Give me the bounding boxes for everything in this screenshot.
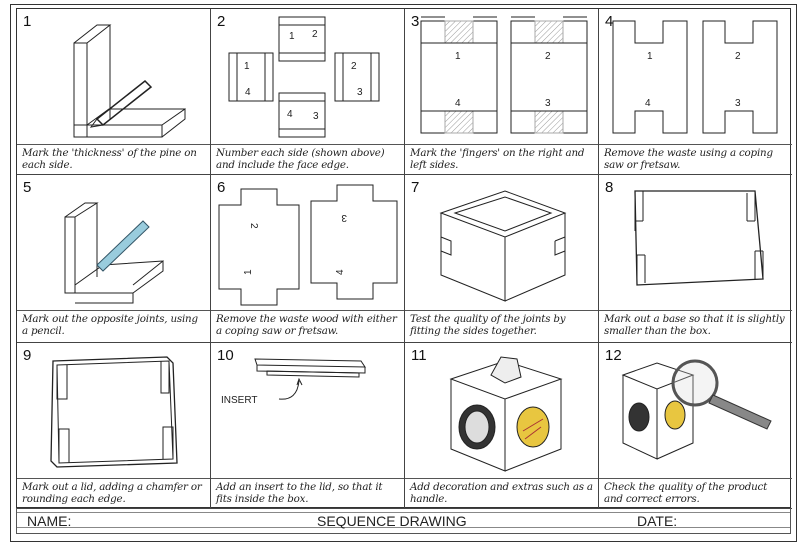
footer-rule bbox=[17, 527, 790, 528]
svg-text:4: 4 bbox=[455, 98, 461, 109]
cut-sides-illustration: 2 1 3 4 bbox=[218, 184, 398, 306]
step-caption: Check the quality of the product and cor… bbox=[599, 478, 792, 508]
step-caption: Test the quality of the joints by fittin… bbox=[405, 310, 598, 342]
assembled-box-illustration bbox=[439, 190, 567, 302]
worksheet-frame bbox=[10, 4, 797, 542]
side-label: 4 bbox=[245, 87, 251, 98]
step-6: 6 2 1 3 4 Remove the waste wood with eit… bbox=[211, 175, 405, 343]
base-marking-illustration bbox=[634, 190, 764, 286]
decorated-box-illustration bbox=[449, 356, 563, 472]
svg-text:1: 1 bbox=[455, 51, 461, 62]
step-number: 8 bbox=[605, 179, 614, 196]
finger-marking-illustration: 1 2 4 3 bbox=[420, 16, 588, 134]
sheet-title: SEQUENCE DRAWING bbox=[317, 513, 467, 529]
step-number: 5 bbox=[23, 179, 32, 196]
step-5: 5 Mark out the opposite joints, using a … bbox=[17, 175, 211, 343]
svg-text:3: 3 bbox=[341, 212, 347, 223]
step-number: 4 bbox=[605, 13, 614, 30]
name-label: NAME: bbox=[27, 513, 72, 529]
step-caption: Mark the 'fingers' on the right and left… bbox=[405, 144, 598, 174]
step-1: 1 Mark the 'thickness' of the pine on ea… bbox=[17, 9, 211, 175]
step-4: 4 1 2 4 3 Remove the waste using a coping … bbox=[599, 9, 792, 175]
svg-text:4: 4 bbox=[645, 98, 651, 109]
step-number: 10 bbox=[217, 347, 234, 364]
step-number: 9 bbox=[23, 347, 32, 364]
svg-text:3: 3 bbox=[735, 98, 741, 109]
side-label: 2 bbox=[312, 29, 318, 40]
sequence-grid: 1 Mark the 'thickness' of the pine on ea… bbox=[16, 8, 792, 509]
side-label: 2 bbox=[351, 61, 357, 72]
step-caption: Mark out the opposite joints, using a pe… bbox=[17, 310, 210, 342]
side-label: 1 bbox=[244, 61, 250, 72]
svg-text:2: 2 bbox=[735, 51, 741, 62]
quality-check-illustration bbox=[621, 359, 772, 460]
svg-text:3: 3 bbox=[545, 98, 551, 109]
numbered-sides-illustration: 1 2 1 4 2 3 4 3 bbox=[228, 16, 380, 138]
step-caption: Mark the 'thickness' of the pine on each… bbox=[17, 144, 210, 174]
side-label: 3 bbox=[357, 87, 363, 98]
svg-text:1: 1 bbox=[647, 51, 653, 62]
svg-text:4: 4 bbox=[335, 269, 346, 275]
step-caption: Add decoration and extras such as a hand… bbox=[405, 478, 598, 508]
step-caption: Mark out a lid, adding a chamfer or roun… bbox=[17, 478, 210, 508]
marking-joints-illustration bbox=[64, 202, 164, 304]
step-10: 10 INSERT Add an insert to the lid, so t… bbox=[211, 343, 405, 509]
step-caption: Remove the waste wood with either a copi… bbox=[211, 310, 404, 342]
lid-insert-illustration: INSERT bbox=[221, 358, 366, 406]
step-number: 11 bbox=[411, 347, 427, 364]
footer-rule bbox=[17, 512, 790, 513]
step-number: 2 bbox=[217, 13, 226, 30]
waste-removed-illustration: 1 2 4 3 bbox=[612, 20, 778, 134]
step-7: 7 Test the quality of the joints by fitt… bbox=[405, 175, 599, 343]
side-label: 1 bbox=[289, 31, 295, 42]
svg-text:2: 2 bbox=[248, 223, 259, 229]
svg-text:2: 2 bbox=[545, 51, 551, 62]
step-number: 3 bbox=[411, 13, 420, 30]
step-caption: Number each side (shown above) and inclu… bbox=[211, 144, 404, 174]
date-label: DATE: bbox=[637, 513, 678, 529]
step-11: 11 Add decoration and extras such as a h… bbox=[405, 343, 599, 509]
footer-bar: NAME: SEQUENCE DRAWING DATE: bbox=[16, 508, 791, 534]
step-number: 12 bbox=[605, 347, 622, 364]
side-label: 4 bbox=[287, 109, 293, 120]
step-number: 7 bbox=[411, 179, 420, 196]
lid-marking-illustration bbox=[50, 356, 178, 468]
step-12: 12 Check the quality of the product and … bbox=[599, 343, 792, 509]
step-8: 8 Mark out a base so that it is slightly… bbox=[599, 175, 792, 343]
step-caption: Remove the waste using a coping saw or f… bbox=[599, 144, 792, 174]
step-number: 1 bbox=[23, 13, 32, 30]
step-2: 2 1 2 1 4 2 3 4 3 Number each side (show… bbox=[211, 9, 405, 175]
svg-text:1: 1 bbox=[243, 269, 254, 275]
step-3: 3 1 2 4 3 Mark the 'fingers' on the right … bbox=[405, 9, 599, 175]
step-caption: Add an insert to the lid, so that it fit… bbox=[211, 478, 404, 508]
step-caption: Mark out a base so that it is slightly s… bbox=[599, 310, 792, 342]
insert-label: INSERT bbox=[221, 395, 258, 406]
side-label: 3 bbox=[313, 111, 319, 122]
pine-corner-pencil-illustration bbox=[73, 24, 186, 138]
step-9: 9 Mark out a lid, adding a chamfer or ro… bbox=[17, 343, 211, 509]
step-number: 6 bbox=[217, 179, 226, 196]
